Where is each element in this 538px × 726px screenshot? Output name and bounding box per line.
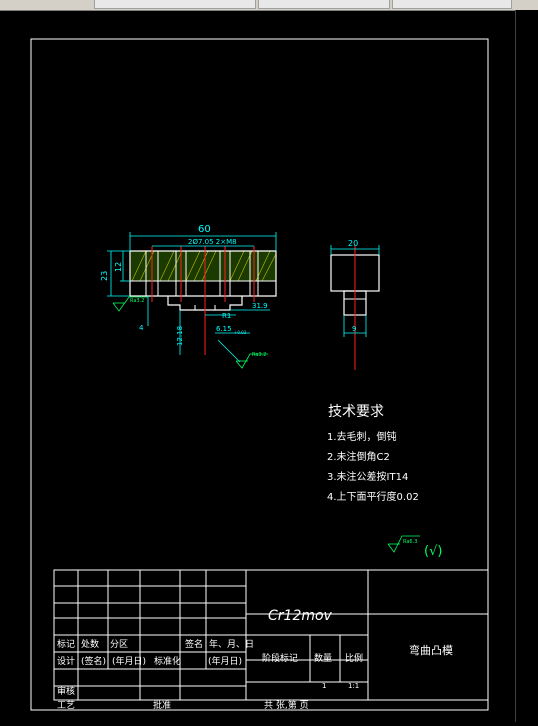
qty-value: 1 [322, 682, 326, 690]
cad-canvas: 60 2Ø7.05 2×M8 23 12 4 12.18 31.9 R1 6.1… [30, 38, 489, 711]
title-block [53, 569, 489, 701]
tech-req-item-4: 4.上下面平行度0.02 [327, 490, 419, 503]
roughness-label-1: Ra3.2 [130, 298, 144, 304]
design-signature: (签名) [81, 655, 106, 667]
outer-frame [30, 38, 489, 711]
approve-label: 批准 [153, 699, 171, 711]
process-label: 工艺 [57, 700, 75, 711]
header-zone: 分区 [110, 639, 128, 650]
qty-label: 数量 [314, 652, 332, 664]
side-view [330, 245, 380, 370]
top-toolbar [0, 0, 538, 11]
header-count: 处数 [81, 638, 99, 650]
tech-req-item-1: 1.去毛刺，倒钝 [327, 430, 397, 443]
dim-side-width: 20 [348, 239, 358, 248]
standardization-label: 标准化 [154, 655, 181, 667]
tech-req-item-2: 2.未注倒角C2 [327, 450, 390, 463]
header-signature: 签名 [185, 638, 203, 650]
roughness-label-3: Ra6.3 [403, 539, 417, 545]
design-label: 设计 [57, 655, 75, 667]
tech-req-title: 技术要求 [328, 404, 384, 420]
dim-height-12-18: 12.18 [176, 326, 184, 346]
scale-value: 1:1 [348, 682, 359, 690]
dim-slot-tolerance: +0.02 [234, 330, 247, 335]
dim-hole-spec: 2Ø7.05 2×M8 [188, 238, 237, 246]
toolbar-tab-2[interactable] [258, 0, 390, 9]
stage-label: 阶段标记 [262, 652, 298, 664]
dim-depth-4: 4 [139, 324, 144, 332]
dim-slot: 6.15 [216, 325, 232, 333]
design-date: (年月日) [112, 655, 146, 667]
header-mark: 标记 [57, 638, 75, 650]
review-label: 审核 [57, 685, 75, 697]
dim-overall-width: 60 [198, 224, 211, 235]
dim-height-12: 12 [114, 262, 123, 272]
toolbar-tab-1[interactable] [94, 0, 256, 9]
standardization-date: (年月日) [208, 655, 242, 667]
sheets-label: 共 张,第 页 [264, 699, 309, 711]
cad-drawing-area: 60 2Ø7.05 2×M8 23 12 4 12.18 31.9 R1 6.1… [0, 10, 516, 722]
scale-label: 比例 [345, 652, 363, 664]
dim-offset-31-9: 31.9 [252, 302, 268, 310]
part-name: 弯曲凸模 [409, 643, 453, 657]
dim-height-23: 23 [100, 271, 109, 281]
dim-side-small: 9 [352, 325, 356, 333]
roughness-paren: (√) [424, 544, 442, 559]
toolbar-tab-3[interactable] [392, 0, 512, 9]
dim-radius: R1 [222, 312, 231, 320]
header-date: 年、月、日 [209, 638, 254, 650]
roughness-label-2: Ra3.2 [252, 352, 266, 358]
material-name: Cr12mov [268, 608, 333, 624]
roughness-general-icon [387, 535, 420, 553]
tech-req-item-3: 3.未注公差按IT14 [327, 470, 408, 483]
front-section-view [107, 232, 277, 369]
vertical-scrollbar[interactable] [515, 10, 538, 722]
